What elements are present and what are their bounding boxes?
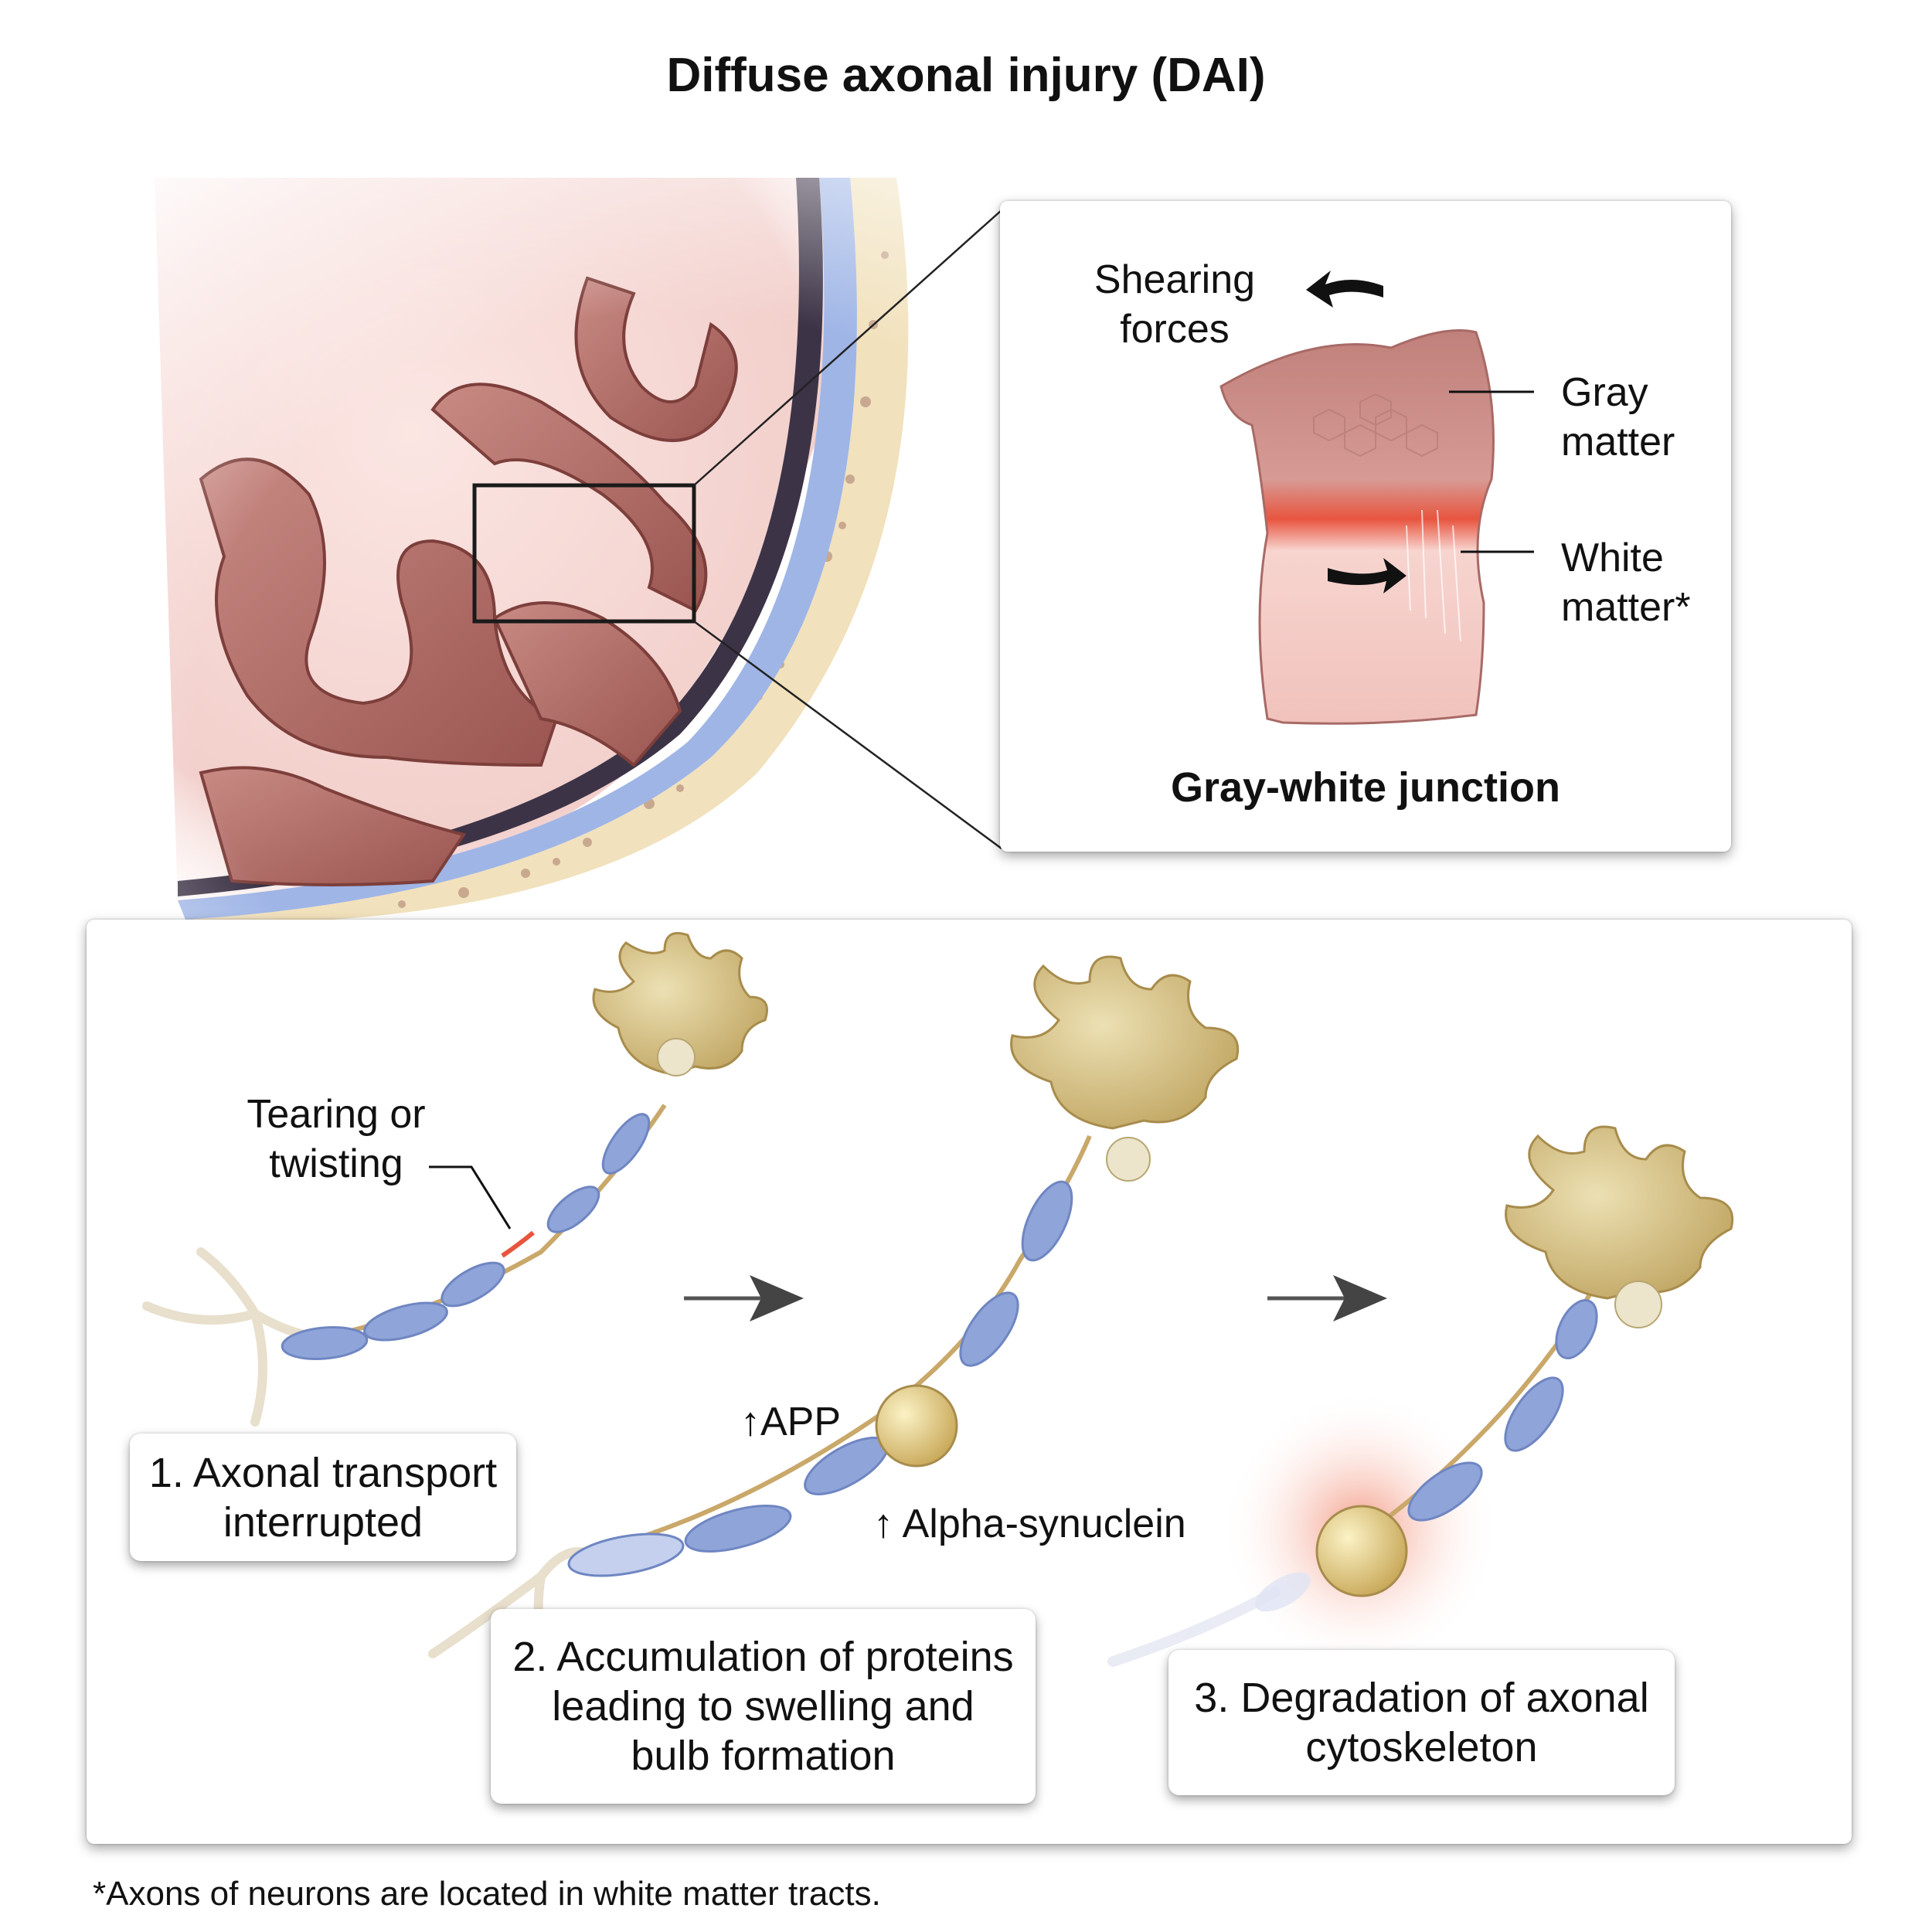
- soma-1: [592, 932, 768, 1076]
- junction-caption: Gray-white junction: [1170, 764, 1561, 811]
- alpha-synuclein-label: ↑ Alpha-synuclein: [873, 1502, 1186, 1546]
- neuron-3: [1107, 1125, 1733, 1669]
- tearing-label: Tearing or twisting: [247, 1092, 426, 1186]
- axonal-bulb-3: [1315, 1505, 1408, 1597]
- zoom-leader-top: [693, 209, 1002, 486]
- arrow-left-icon: [1306, 270, 1383, 308]
- gray-matter-cells: [1313, 393, 1438, 457]
- neuron-1: [142, 932, 768, 1427]
- white-matter-fibers: [1406, 509, 1461, 642]
- step-1-box: 1. Axonal transport interrupted: [130, 1434, 516, 1561]
- junction-tissue: [1219, 329, 1495, 725]
- step-3-box: 3. Degradation of axonal cytoskeleton: [1168, 1650, 1675, 1795]
- process-arrow-icon: [684, 1275, 804, 1321]
- myelin-sheaths: [1407, 1299, 1598, 1522]
- footnote: *Axons of neurons are located in white m…: [93, 1875, 881, 1913]
- app-label: ↑APP: [740, 1400, 842, 1444]
- page-title: Diffuse axonal injury (DAI): [666, 49, 1266, 102]
- step-2-box: 2. Accumulation of proteins leading to s…: [491, 1609, 1036, 1804]
- shearing-forces-label: Shearing forces: [1094, 257, 1256, 352]
- neuron-2: [428, 955, 1239, 1674]
- tearing-pointer: [429, 1165, 512, 1230]
- process-arrow-icon: [1267, 1275, 1387, 1321]
- zoom-box: [472, 483, 696, 624]
- gray-matter-label: Gray matter: [1561, 370, 1675, 464]
- axonal-bulb: [875, 1384, 958, 1468]
- soma-2: [1010, 955, 1239, 1130]
- tear-site: [501, 1230, 535, 1258]
- arrow-right-icon: [1328, 558, 1406, 594]
- zoom-leader-bottom: [693, 620, 1002, 850]
- white-matter-label: White matter*: [1561, 536, 1691, 630]
- myelin-sheaths: [567, 1180, 1073, 1577]
- soma-3: [1505, 1125, 1733, 1300]
- myelin-sheaths: [281, 1113, 651, 1360]
